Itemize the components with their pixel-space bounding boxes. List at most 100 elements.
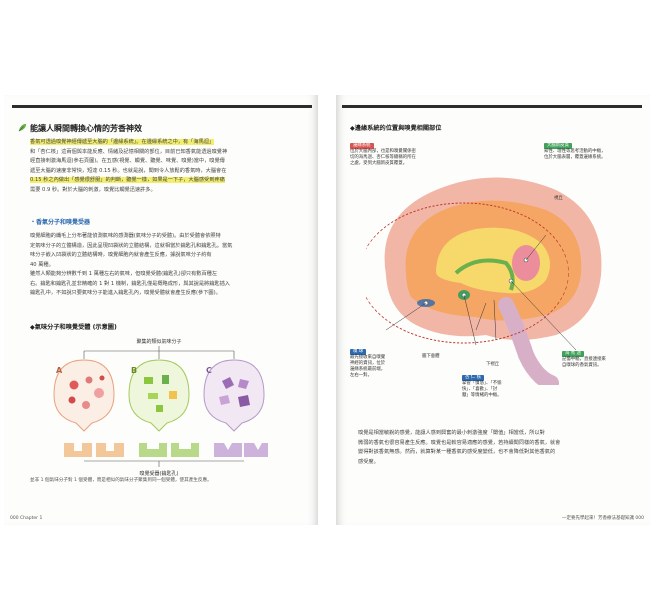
figure-bottom-label: 嗅覺受器(鑰匙孔): [140, 470, 179, 477]
brain-diagram: [366, 177, 602, 385]
molecule: [222, 377, 234, 389]
leader-line: [385, 302, 427, 331]
receptor: [171, 443, 199, 457]
left-paragraph-1: 香氣可透過嗅覺神經傳遞至大腦的「邊緣系統」。在邊緣系統之中，有「海馬迴」 和「杏…: [30, 138, 298, 195]
p2-line: 鑰匙孔中，不如說只要氣味分子能進入鑰匙孔內，嗅覺受體就會產生反應(參下圖)。: [30, 290, 221, 296]
receptor: [139, 443, 167, 457]
para-line: 嗅覺是相當敏銳的感覺，能讓人感到興奮的最小刺激強度「閾值」相當低，所以對: [358, 430, 545, 436]
molecule: [99, 375, 105, 381]
receptor: [244, 443, 268, 457]
callout-line: 知性、理性等思考活動的中樞，: [544, 149, 606, 154]
right-top-rule: [342, 105, 642, 108]
hippocampus-callout: 海 馬 迴 記憶中樞，直接連接來 自嗅球的香氣資訊。: [562, 351, 642, 369]
left-subheading: ・香氣分子和嗅覺受器: [30, 219, 91, 226]
p1-line: 香氣可透過嗅覺神經傳遞至大腦的「邊緣系統」。在邊緣系統之中，有「海馬迴」: [30, 139, 215, 145]
p1-line: 和「杏仁核」這兩個與本能反應、情緒及記憶相關的部位，目前已知香氣能透過嗅覺神: [30, 148, 228, 155]
left-figure-caption: 並非 1 個氣味分子對 1 個受體，而是相似的氣味分子聚集到同一個受體，使其產生…: [30, 478, 212, 483]
limbic-boundary: [366, 202, 569, 344]
callout-line: 記憶中樞，直接連接來: [562, 357, 606, 362]
molecule: [69, 380, 79, 390]
molecule: [169, 391, 177, 399]
amygdala-callout: 杏 仁 核 掌管「憤怒」、「不愉 快」、「喜歡」、「討 厭」等情緒的中樞。: [462, 375, 538, 399]
receptor: [64, 443, 92, 457]
callout-line: 切的海馬迴、杏仁核等總稱的所在: [350, 155, 416, 160]
p2-line: 雖然人類能夠分辨數千到 1 萬種左右的氣味，但嗅覺受體(鑰匙孔)卻只有數百種左: [30, 271, 218, 277]
receptor-row: [64, 443, 268, 457]
callout-line: 神經的資訊，位於: [350, 361, 386, 366]
callout-line: 左右一對。: [350, 373, 372, 378]
amygdala-tag: 杏 仁 核: [462, 375, 484, 381]
p1-line: 需要 0.9 秒。對於大腦的刺激，嗅覺比觸覺迅速許多。: [30, 186, 156, 193]
group-label-b: B: [131, 366, 137, 375]
thalamus-shape: [512, 245, 540, 281]
left-figure-title: ◆氣味分子和嗅覺受體 (示意圖): [30, 324, 117, 331]
p2-line: 味分子嵌入凹袋狀的立體結構時，嗅覺細胞內就會產生反應，據說氣味分子約有: [30, 252, 212, 258]
right-figure-title: ◆邊緣系統的位置與嗅覺相關部位: [350, 125, 442, 132]
callout-line: 最先接收來自嗅覺: [350, 355, 386, 360]
p1-line: 經直接刺激海馬迴(參右頁圖)。在五感(視覺、觸覺、聽覺、味覺、嗅覺)當中，嗅覺傳: [30, 158, 225, 164]
olfactory-callout: 嗅 球 最先接收來自嗅覺 神經的資訊，位於 邊緣系統最前端， 左右一對。: [350, 349, 412, 379]
p1-line: 0.15 秒之內做出「感覺很舒服」的判斷，聽覺一樣，如果是一下子，大腦感受到疼痛: [30, 177, 225, 183]
molecule: [238, 379, 249, 389]
p2-line: 嗅覺細胞的纖毛上分布著能偵測氣味的感測器(氣味分子的受體)。由於受體會依照特: [30, 233, 221, 239]
molecule: [68, 396, 76, 404]
right-page: ◆邊緣系統的位置與嗅覺相關部位 邊緣系統 位於大腦內部，也是和嗅覺: [336, 95, 650, 525]
leader-line: [463, 294, 477, 346]
leader-line: [525, 234, 547, 261]
molecule: [219, 395, 230, 405]
molecule: [144, 377, 153, 384]
callout-line: 掌管「憤怒」、「不愉: [462, 381, 502, 386]
p1-line: 遞至大腦的速度非常快，短達 0.15 秒。也就是說，聞到令人放鬆的香氣時，大腦會…: [30, 167, 227, 174]
callout-line: 厭」等情緒的中樞。: [462, 393, 502, 398]
left-top-rule: [12, 105, 312, 108]
left-section-title: 能讓人瞬間轉換心情的芳香神效: [30, 124, 142, 133]
receptor: [96, 443, 124, 457]
left-footer: 000 Chapter 1: [10, 516, 43, 521]
molecule: [156, 405, 163, 412]
brain-stem: [498, 297, 559, 385]
right-paragraph: 嗅覺是相當敏銳的感覺，能讓人感到興奮的最小刺激強度「閾值」相當低，所以對 微弱的…: [358, 429, 638, 467]
callout-line: 位於大腦內部，也是和嗅覺關係密: [350, 149, 416, 154]
leader-line: [493, 299, 497, 341]
group-b: B: [128, 359, 190, 432]
para-line: 變得對該香氣無感。然而，就算對某一種香氣的感受度變低，也不會降低對其他香氣的: [358, 449, 556, 455]
para-line: 感受度。: [358, 458, 379, 465]
p2-line: 右。鑰匙和鑰匙孔並非精確的 1 對 1 機制，鑰匙孔僅是概略成形，與其說是將鑰匙…: [30, 280, 230, 287]
cortex-callout: 大腦新皮質 知性、理性等思考活動的中樞， 位於大腦表層，覆蓋邊緣系統。: [544, 143, 636, 161]
molecule: [94, 388, 104, 398]
left-paragraph-2: 嗅覺細胞的纖毛上分布著能偵測氣味的感測器(氣味分子的受體)。由於受體會依照特 定…: [30, 232, 298, 299]
limbic-tag: 邊緣系統: [350, 143, 374, 149]
para-line: 微弱的香氣也很容易產生反應。嗅覺也是較容易適應的感覺，若持續聞同樣的香氣，就會: [358, 439, 561, 446]
p2-line: 40 萬種。: [30, 261, 54, 268]
callout-line: 位於大腦表層，覆蓋邊緣系統。: [544, 155, 606, 160]
molecule: [82, 401, 90, 409]
olfactory-tag: 嗅 球: [350, 349, 367, 355]
left-page: 能讓人瞬間轉換心情的芳香神效 香氣可透過嗅覺神經傳遞至大腦的「邊緣系統」。在邊緣…: [4, 95, 318, 525]
group-label-a: A: [56, 366, 63, 375]
group-label-c: C: [206, 366, 212, 375]
leader-line: [475, 302, 487, 331]
pituitary-label: 腦下垂體: [422, 354, 440, 359]
molecule: [148, 393, 158, 399]
molecule: [85, 376, 93, 384]
leader-line: [510, 280, 577, 351]
limbic-callout: 邊緣系統 位於大腦內部，也是和嗅覺關係密 切的海馬迴、杏仁核等總稱的所在 之處，…: [350, 143, 438, 167]
group-a: A: [53, 359, 115, 432]
molecule: [162, 375, 169, 384]
callout-line: 之處，受到大腦新皮質覆蓋。: [350, 161, 408, 166]
thalamus-label: 視丘: [554, 196, 563, 201]
molecule-receptor-diagram: 聚集的類似氣味分子 A B: [53, 338, 268, 477]
callout-line: 自嗅球的香氣資訊。: [562, 363, 602, 368]
callout-line: 邊緣系統最前端，: [350, 367, 386, 372]
leaf-icon: [18, 123, 27, 132]
group-c: C: [203, 359, 265, 432]
receptor: [214, 443, 242, 457]
figure-top-label: 聚集的類似氣味分子: [136, 338, 181, 345]
hippocampus-tag: 海 馬 迴: [562, 351, 584, 357]
p2-line: 定氣味分子的立體構造，因此呈現凹袋狀的立體結構，這就相當於鑰匙孔和鑰匙孔。當氣: [30, 242, 233, 249]
hypothalamus-label: 下視丘: [486, 362, 500, 367]
right-footer: 一定要先學起來！芳香療法基礎知識 000: [561, 516, 644, 521]
molecule: [238, 395, 250, 407]
callout-line: 快」、「喜歡」、「討: [462, 387, 498, 392]
